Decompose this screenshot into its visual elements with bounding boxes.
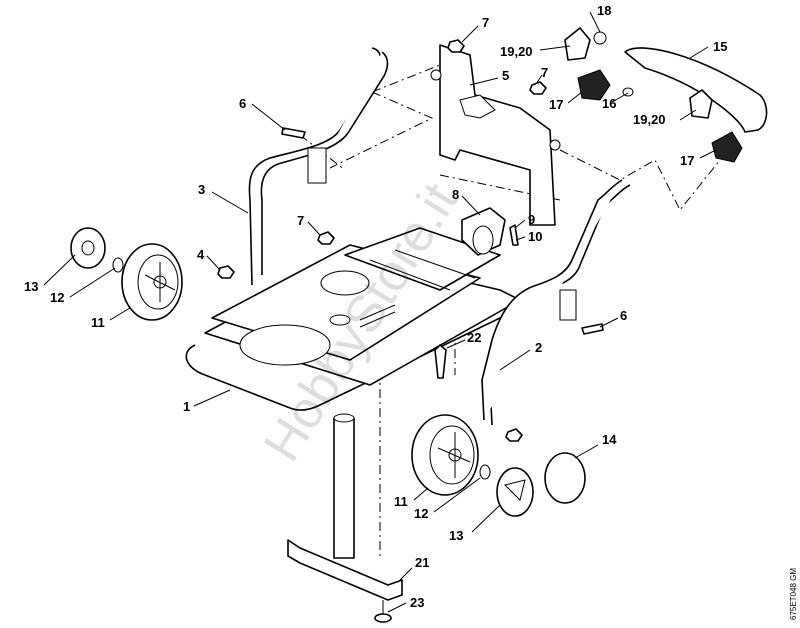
callout-6: 6: [239, 96, 246, 111]
callout-15: 15: [713, 39, 727, 54]
callout-17: 17: [680, 153, 694, 168]
callout-23: 23: [410, 595, 424, 610]
callout-14: 14: [602, 432, 617, 447]
callout-18: 18: [597, 3, 611, 18]
callout-12: 12: [50, 290, 64, 305]
support-stand: [287, 413, 403, 623]
right-wheel-assembly: [411, 414, 586, 517]
callout-8: 8: [452, 187, 459, 202]
base-frame: [185, 227, 521, 411]
fasteners: [217, 39, 604, 442]
callout-22: 22: [467, 330, 481, 345]
callout-10: 10: [528, 229, 542, 244]
callout-2: 2: [535, 340, 542, 355]
callout-7: 7: [541, 65, 548, 80]
callout-11: 11: [394, 494, 408, 509]
callout-13: 13: [24, 279, 38, 294]
callout-21: 21: [415, 555, 429, 570]
leader-lines: [43, 11, 717, 613]
backplate: [430, 44, 561, 226]
swivel-caster: [461, 207, 506, 256]
callout-3: 3: [198, 182, 205, 197]
callout-9: 9: [528, 212, 535, 227]
right-handle: [481, 179, 631, 426]
callout-6: 6: [620, 308, 627, 323]
callout-7: 7: [482, 15, 489, 30]
callout-16: 16: [602, 96, 616, 111]
left-wheel-assembly: [70, 227, 183, 321]
callout-19-20: 19,20: [500, 44, 533, 59]
callout-4: 4: [197, 247, 205, 262]
callout-13: 13: [449, 528, 463, 543]
callout-7: 7: [297, 213, 304, 228]
left-handle: [248, 47, 389, 286]
callout-labels: 7 18 19,20 15 5 7 6 17 16 19,20 3 17 8 7…: [24, 3, 727, 610]
clamp-parts: [564, 27, 768, 163]
drawing-code: 675ET048 GM: [789, 568, 798, 620]
callout-5: 5: [502, 68, 509, 83]
callout-1: 1: [183, 399, 190, 414]
callout-19-20: 19,20: [633, 112, 666, 127]
callout-11: 11: [91, 315, 105, 330]
callout-12: 12: [414, 506, 428, 521]
callout-17: 17: [549, 97, 563, 112]
